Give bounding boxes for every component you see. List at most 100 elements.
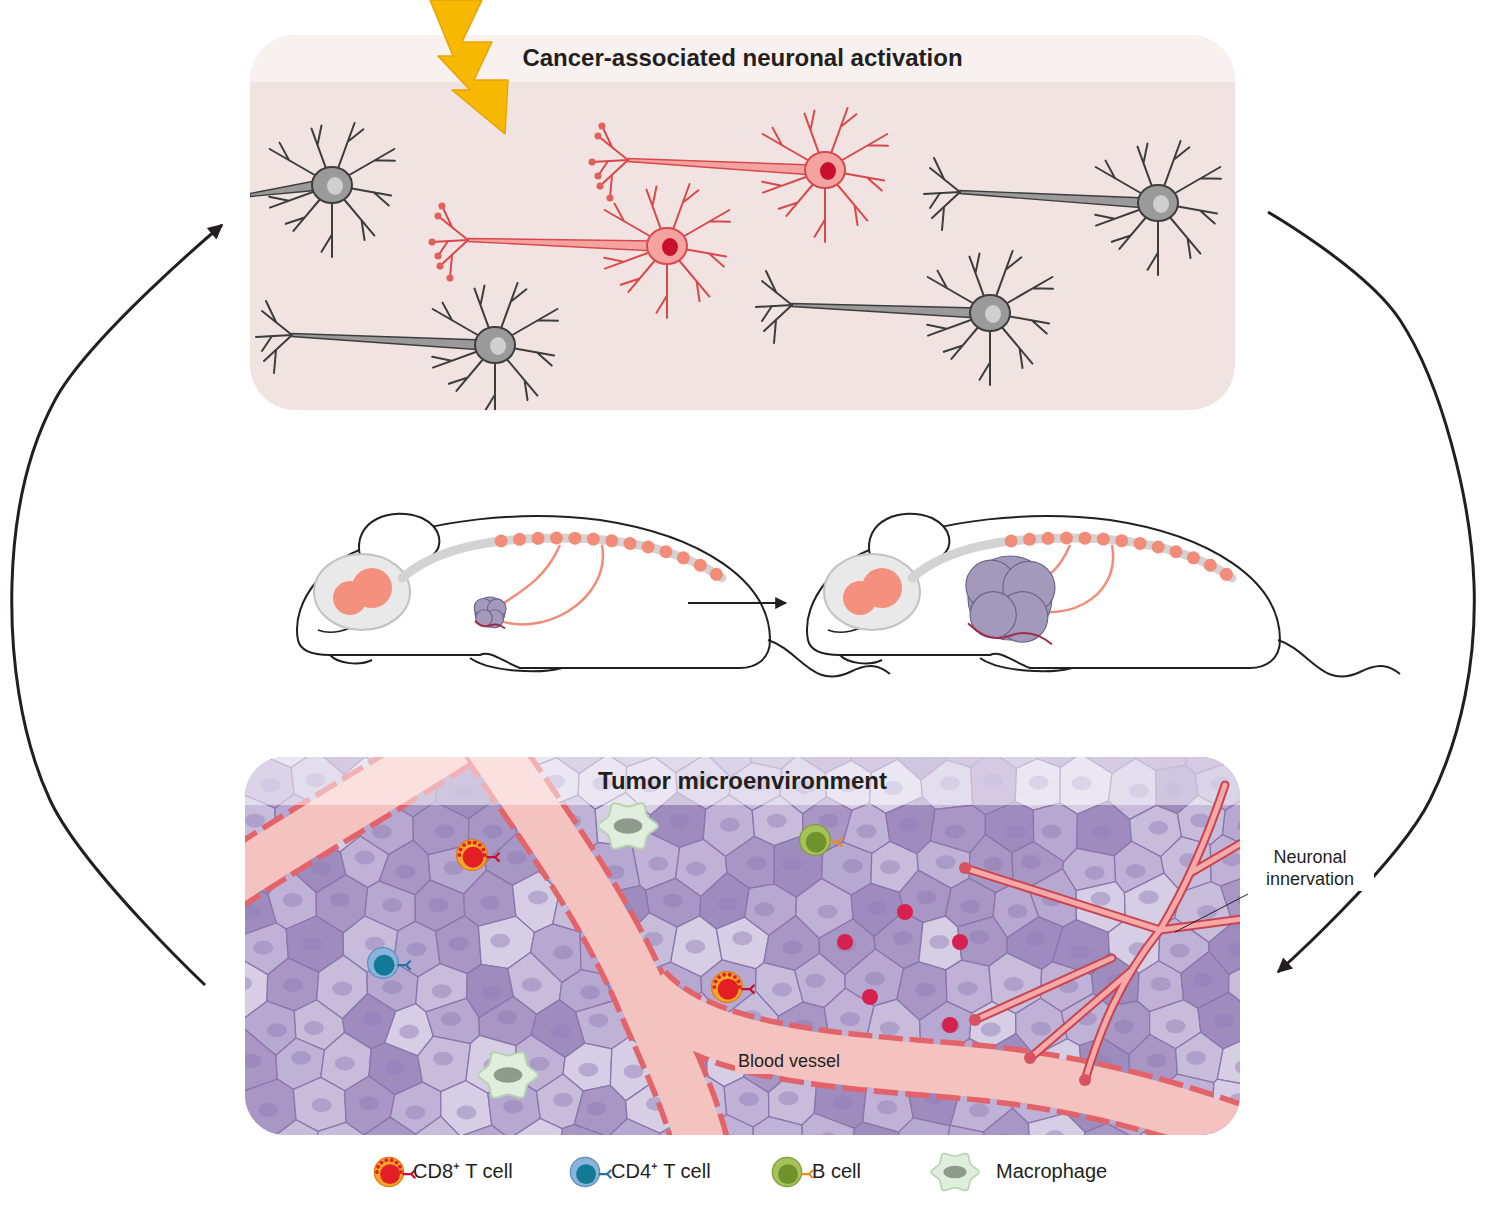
cell-nucleus xyxy=(576,1164,596,1184)
cell-nucleus xyxy=(893,931,913,945)
cell-nucleus xyxy=(395,865,415,879)
dendrite xyxy=(830,108,856,155)
cell-nucleus xyxy=(1041,824,1061,838)
legend-text: Macrophage xyxy=(996,1160,1107,1182)
cell-nucleus xyxy=(528,890,548,904)
cell-nucleus xyxy=(503,1100,523,1114)
dendrite xyxy=(1168,215,1200,258)
panel-header xyxy=(250,35,1235,82)
cell-nucleus xyxy=(867,901,887,915)
tumor-cell xyxy=(561,1125,609,1135)
neurotransmitter xyxy=(837,934,853,950)
cell-nucleus xyxy=(311,861,331,875)
cell-nucleus xyxy=(1186,1051,1206,1065)
ganglion xyxy=(694,559,707,572)
axon-terminal xyxy=(262,311,292,335)
granule xyxy=(462,843,466,847)
tumor-cell xyxy=(317,1122,366,1135)
cell-nucleus xyxy=(312,1098,332,1112)
dendrite xyxy=(432,350,480,367)
cell-nucleus xyxy=(817,905,837,919)
cell-nucleus xyxy=(1214,1014,1234,1028)
dendrite xyxy=(346,149,395,177)
cell-nucleus xyxy=(969,930,989,944)
macrophage-icon xyxy=(598,803,658,849)
dendrite xyxy=(509,309,558,337)
ganglion xyxy=(531,532,544,545)
nerve-ending xyxy=(1024,1052,1036,1064)
bcell-icon xyxy=(772,1157,813,1186)
dendrite xyxy=(1163,141,1189,188)
cell-nucleus xyxy=(291,1051,311,1065)
cell-nucleus xyxy=(1170,944,1190,958)
cd8-icon xyxy=(457,840,500,871)
receptor xyxy=(486,853,499,862)
granule xyxy=(399,1170,403,1174)
cell-nucleus xyxy=(245,814,265,828)
panel: Tumor microenvironment xyxy=(245,757,1240,1135)
cell-nucleus xyxy=(253,941,273,955)
mouse-leg xyxy=(330,655,562,671)
receptor xyxy=(397,961,410,970)
cell-nucleus xyxy=(258,1103,278,1117)
cell-nucleus xyxy=(1045,1130,1065,1135)
neurotransmitter xyxy=(952,934,968,950)
nucleus xyxy=(327,177,343,195)
ganglion xyxy=(495,534,508,547)
tumor-cell xyxy=(457,1125,510,1135)
cell-nucleus xyxy=(718,897,738,911)
cell-nucleus xyxy=(984,857,1004,871)
resting-neuron xyxy=(250,123,395,257)
dendrite xyxy=(485,361,495,410)
cell-nucleus xyxy=(588,1013,608,1027)
ganglion xyxy=(1134,537,1147,550)
vessel-wall xyxy=(488,757,702,1135)
cd8-icon xyxy=(374,1157,415,1186)
cell-nucleus xyxy=(1025,931,1045,945)
cell-nucleus xyxy=(663,894,683,908)
cell-nucleus xyxy=(899,818,919,832)
soma xyxy=(475,327,515,363)
cell-nucleus xyxy=(747,856,767,870)
legend-text: CD8⁺ T cell xyxy=(413,1160,513,1182)
dendrite xyxy=(835,182,867,225)
axon-terminal xyxy=(762,281,792,305)
ganglion xyxy=(1169,545,1182,558)
macrophage-body xyxy=(478,1052,538,1098)
nerve-outline xyxy=(1160,918,1240,930)
granule xyxy=(738,985,742,989)
cell-nucleus xyxy=(382,980,402,994)
cell-nucleus xyxy=(945,825,965,839)
dendrite xyxy=(604,251,652,268)
tumor-cell xyxy=(947,1125,989,1135)
dendrite xyxy=(677,258,709,301)
bcell-icon xyxy=(800,825,843,856)
axon-terminal xyxy=(764,305,792,331)
axon-terminal xyxy=(600,160,628,186)
cell-nucleus xyxy=(553,1093,573,1107)
cell-nucleus xyxy=(335,1057,355,1071)
axon xyxy=(250,180,320,197)
axon-terminal xyxy=(756,305,792,307)
progression-arrow xyxy=(688,602,786,604)
dendrite xyxy=(1095,208,1143,225)
neurotransmitter xyxy=(897,904,913,920)
dendrite xyxy=(969,254,984,298)
cell-nucleus xyxy=(669,814,689,828)
cell-nucleus xyxy=(490,934,510,948)
nerve-fibre xyxy=(965,868,1160,930)
soma xyxy=(805,152,845,188)
granule xyxy=(376,1165,380,1169)
cell-nucleus xyxy=(245,1054,261,1068)
synaptic-bouton xyxy=(435,253,442,260)
cell-nucleus xyxy=(832,1096,852,1110)
cell-nucleus xyxy=(1007,904,1027,918)
dendrite xyxy=(511,348,554,366)
cell-nucleus xyxy=(1193,973,1213,987)
dendrite xyxy=(980,329,990,385)
ganglion xyxy=(550,532,563,545)
ganglion xyxy=(624,537,637,550)
axon-terminal xyxy=(930,193,940,208)
mouse-tail xyxy=(1278,640,1400,677)
dendrite xyxy=(804,111,819,155)
